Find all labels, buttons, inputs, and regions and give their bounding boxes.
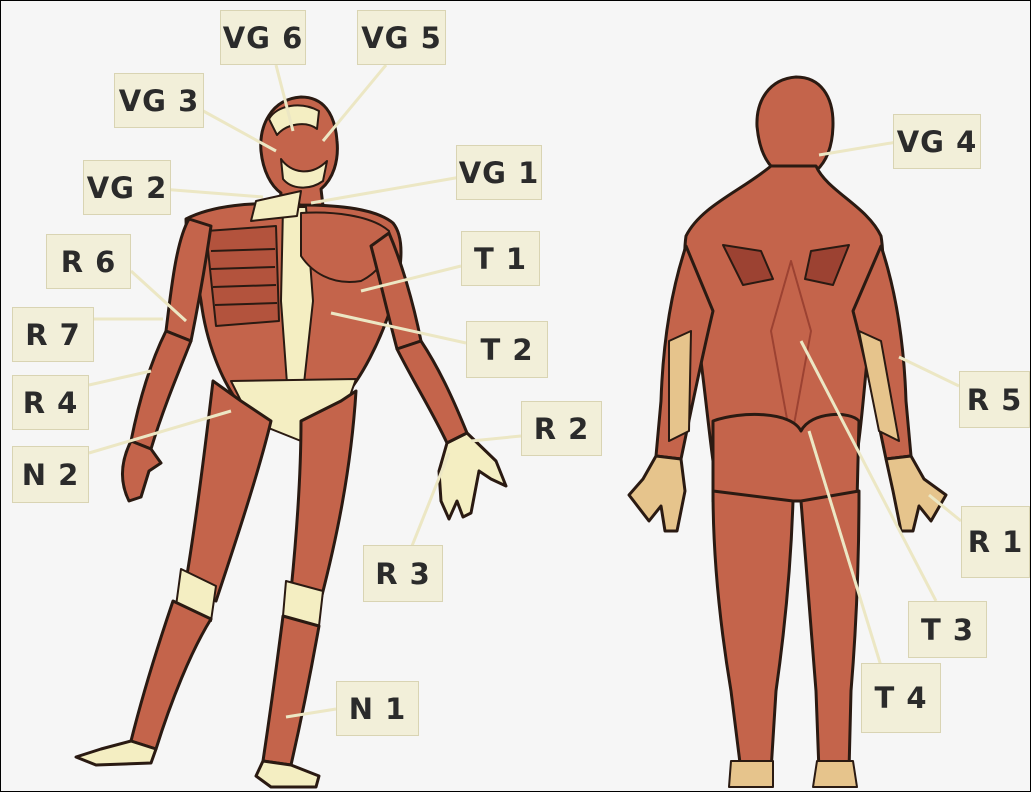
back-left-heel [729,761,773,787]
label-vg3: VG 3 [114,73,204,128]
label-vg5: VG 5 [357,10,446,65]
label-t2: T 2 [466,321,548,378]
back-left-hand [629,456,685,531]
label-r4: R 4 [12,375,89,430]
label-vg1: VG 1 [456,145,542,200]
front-left-foot [76,741,156,765]
leader-r5 [899,357,959,386]
label-r7: R 7 [12,307,94,362]
back-head [757,77,833,171]
back-glutes [713,414,859,501]
label-n2: N 2 [12,446,89,503]
leader-vg5 [323,65,386,141]
label-t1: T 1 [461,231,540,286]
label-r3: R 3 [363,545,443,602]
label-r5: R 5 [959,371,1030,428]
front-right-foot [256,761,319,787]
back-left-leg [713,491,793,771]
front-left-shin [131,601,211,749]
leader-r4 [89,371,151,385]
front-right-hand [439,433,506,519]
label-r1: R 1 [961,506,1030,578]
label-n1: N 1 [336,681,419,736]
leader-r2 [471,436,521,441]
back-right-leg [801,491,859,771]
leader-vg1 [311,177,461,203]
front-right-thigh [291,391,356,599]
label-vg6: VG 6 [220,10,306,65]
front-left-hand [122,441,161,501]
label-t3: T 3 [908,601,987,658]
back-left-forearm-tendon [669,331,691,441]
label-r6: R 6 [46,234,131,289]
front-right-shin [263,616,319,765]
front-right-forearm [397,341,467,443]
leader-vg2 [161,189,263,197]
label-vg4: VG 4 [893,114,981,169]
front-left-thigh [186,381,271,601]
back-right-heel [813,761,857,787]
label-t4: T 4 [861,663,941,733]
front-ribs [206,226,279,326]
label-r2: R 2 [521,401,602,456]
label-vg2: VG 2 [83,160,171,215]
